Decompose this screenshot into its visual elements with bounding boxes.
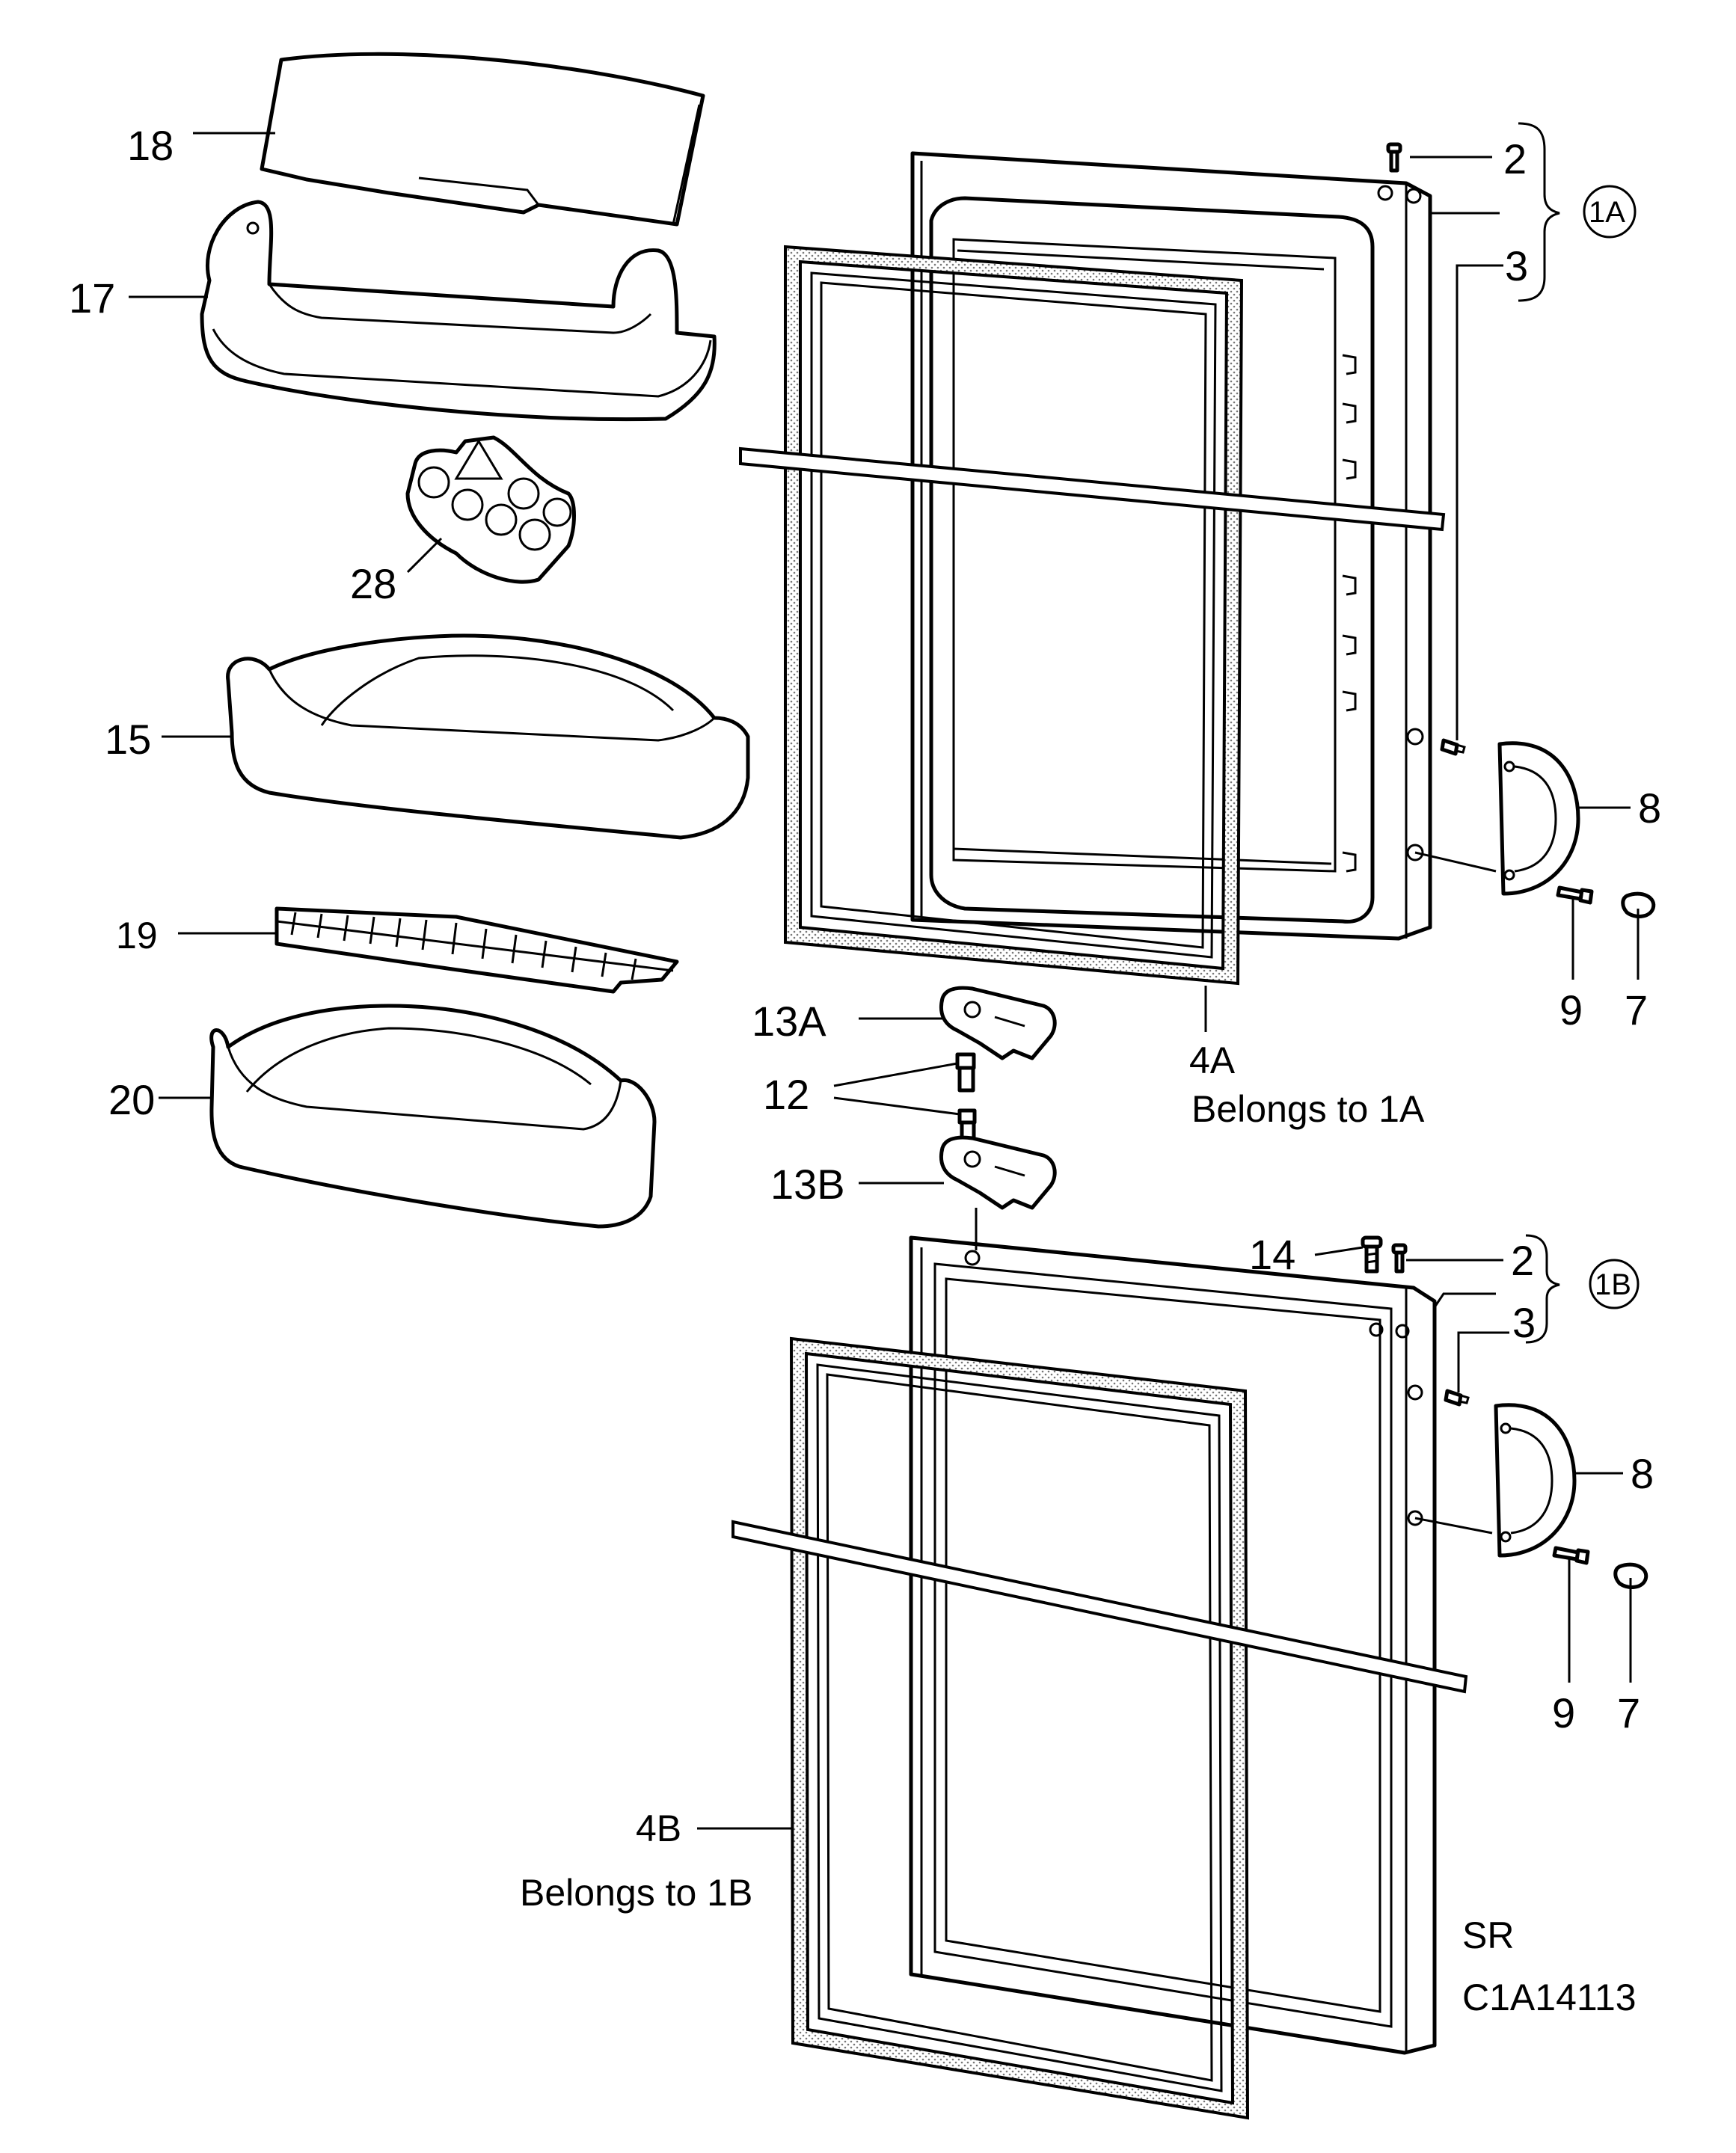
label-7-1a: 7: [1625, 986, 1648, 1033]
egg-tray-28: [405, 435, 576, 584]
label-19: 19: [116, 915, 158, 956]
drawing-code: C1A14113: [1462, 1977, 1637, 2018]
handle-8-1a: [1497, 741, 1580, 896]
shelf-lid-18: [260, 52, 705, 227]
door-shelf-15: [226, 633, 750, 840]
handle-8-1b: [1494, 1403, 1577, 1558]
shelf-grille-19: [274, 906, 679, 994]
door-1b: [909, 1235, 1437, 2055]
label-2-1b: 2: [1511, 1237, 1534, 1284]
label-13b: 13B: [770, 1161, 845, 1208]
label-4b: 4B: [636, 1808, 681, 1849]
break-bar-1a: [739, 446, 1446, 532]
label-7-1b: 7: [1617, 1689, 1640, 1736]
door-1a: [910, 151, 1432, 941]
label-2-1a: 2: [1503, 135, 1527, 182]
label-group-1b: 1B: [1595, 1268, 1631, 1301]
door-shelf-20: [209, 1004, 657, 1229]
label-15: 15: [105, 716, 151, 763]
screw-14: [1361, 1235, 1383, 1274]
label-20: 20: [108, 1076, 155, 1123]
label-9-1a: 9: [1559, 986, 1583, 1033]
label-8-1a: 8: [1638, 784, 1661, 832]
hinge-13a: [939, 986, 1057, 1060]
label-12: 12: [763, 1071, 809, 1118]
label-14: 14: [1249, 1231, 1295, 1278]
gasket-4a: [784, 245, 1244, 986]
label-3-1b: 3: [1512, 1299, 1536, 1346]
break-bar-1b: [731, 1520, 1468, 1694]
label-4a: 4A: [1189, 1039, 1236, 1081]
screw-2-1a: [1386, 142, 1402, 173]
screw-3-1b: [1444, 1389, 1470, 1407]
label-17: 17: [69, 274, 115, 322]
label-group-1a: 1A: [1589, 196, 1625, 229]
screw-9-1b: [1552, 1546, 1590, 1565]
gasket-4b: [789, 1336, 1250, 2120]
label-belongs-to-1a: Belongs to 1A: [1191, 1088, 1425, 1130]
screw-9-1a: [1556, 885, 1594, 905]
label-18: 18: [127, 122, 174, 169]
bolt-12: [955, 1052, 977, 1146]
label-3-1a: 3: [1505, 242, 1528, 289]
cover-cap-7-1a: [1621, 891, 1656, 918]
cover-cap-7-1b: [1613, 1562, 1648, 1589]
screw-3-1a: [1440, 738, 1466, 756]
label-28: 28: [350, 560, 396, 607]
screw-2-1b: [1391, 1243, 1408, 1274]
label-8-1b: 8: [1631, 1450, 1654, 1497]
leader-lines: [129, 122, 1640, 1830]
label-belongs-to-1b: Belongs to 1B: [520, 1872, 752, 1914]
label-9-1b: 9: [1552, 1689, 1575, 1736]
label-13a: 13A: [752, 998, 826, 1045]
label-sr: SR: [1462, 1914, 1514, 1956]
door-shelf-17: [200, 200, 717, 422]
hinge-13b: [939, 1135, 1057, 1210]
